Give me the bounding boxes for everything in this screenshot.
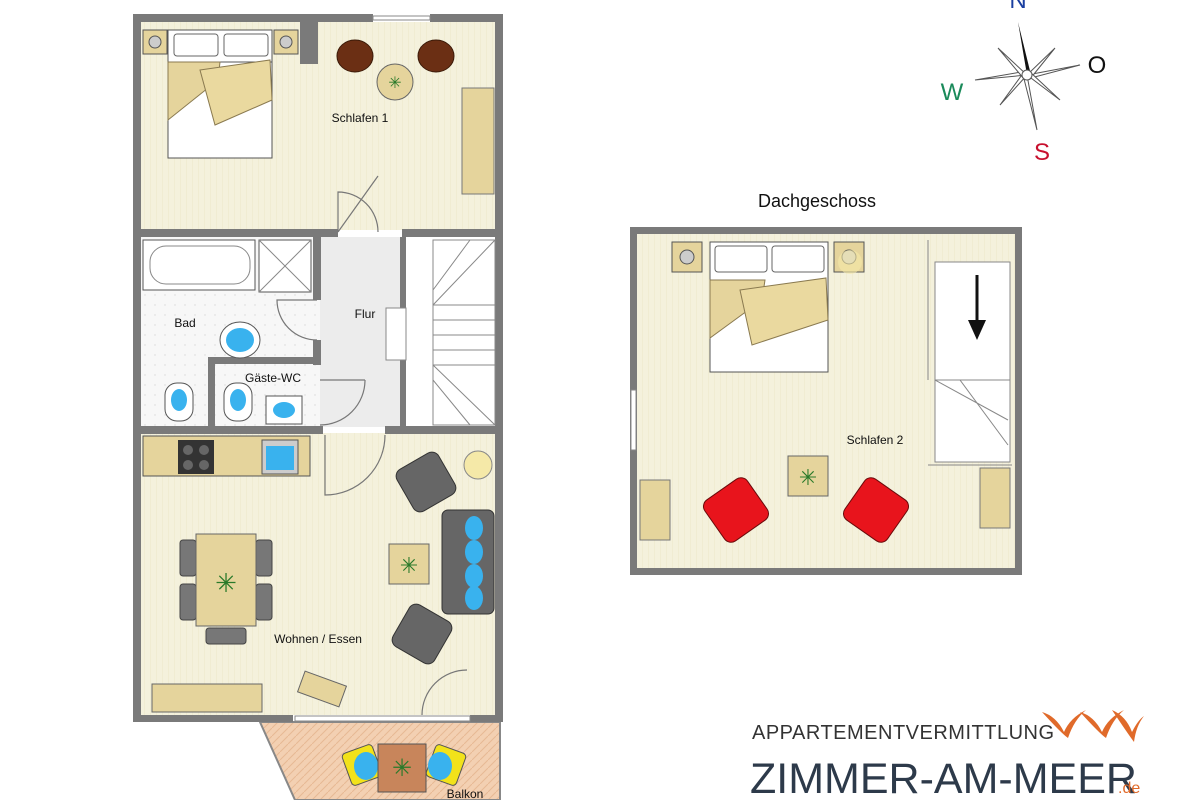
armchair-living-2 (391, 603, 453, 665)
bed-double-1 (167, 29, 273, 159)
sink-bath (219, 321, 261, 359)
kitchen-counter (142, 435, 311, 477)
bed-double-2 (709, 241, 829, 373)
attic-window (630, 389, 637, 451)
room-label-balcony: Balkon (447, 787, 484, 800)
coffee-table-attic: ✳ (787, 455, 829, 497)
toilet-wc (223, 382, 253, 422)
chairs-bedroom1 (336, 39, 455, 73)
shower (258, 239, 312, 293)
floor-lamp (463, 450, 493, 480)
dresser-attic-1 (639, 479, 671, 541)
wardrobe-1 (461, 87, 495, 195)
sink-wc (265, 395, 303, 425)
room-label-guest-wc: Gäste-WC (245, 371, 301, 385)
attic-floor: Dachgeschoss (630, 191, 1022, 575)
armchair-living-1 (395, 451, 457, 513)
dining-table: ✳ (179, 533, 273, 645)
toilet-bath (164, 382, 194, 422)
compass-south: S (1034, 139, 1050, 166)
compass-north: N (1009, 0, 1026, 14)
seagulls-icon (1042, 710, 1144, 742)
compass-west: W (941, 79, 964, 106)
window-top (372, 15, 431, 21)
bathtub (142, 239, 256, 291)
armchair-red-2 (843, 477, 909, 543)
sideboard (151, 683, 263, 713)
compass-rose-icon: N O S W (941, 0, 1107, 166)
room-label-bedroom1: Schlafen 1 (332, 111, 389, 125)
svg-text:✳: ✳ (215, 568, 237, 598)
nightstand-1b (273, 29, 299, 55)
nightstand-2a (671, 241, 703, 273)
stairs (385, 239, 496, 426)
room-label-living: Wohnen / Essen (274, 632, 362, 646)
sofa (441, 509, 495, 615)
balcony-set: ✳ (341, 743, 467, 793)
logo-name: ZIMMER-AM-MEER (750, 755, 1137, 800)
compass-east: O (1088, 52, 1107, 79)
armchair-red-1 (703, 477, 769, 543)
logo: APPARTEMENTVERMITTLUNG ZIMMER-AM-MEER .d… (750, 710, 1144, 800)
balcony-window (294, 715, 471, 722)
svg-text:✳: ✳ (392, 755, 412, 782)
svg-text:✳: ✳ (388, 75, 401, 92)
attic-stairs (927, 240, 1012, 466)
lamp-glow (838, 250, 862, 274)
svg-text:✳: ✳ (799, 465, 817, 490)
ground-floor: ✳ (133, 14, 503, 800)
plant-table-1: ✳ (376, 63, 414, 101)
nightstand-1a (142, 29, 168, 55)
room-label-hall: Flur (355, 307, 376, 321)
floor-title-attic: Dachgeschoss (758, 191, 876, 211)
svg-text:✳: ✳ (400, 553, 418, 578)
coffee-table: ✳ (388, 543, 430, 585)
room-label-bedroom2: Schlafen 2 (847, 433, 904, 447)
stair-down-arrow-icon (968, 275, 986, 340)
tv-table (296, 670, 348, 708)
dresser-attic-2 (979, 467, 1011, 529)
logo-tagline: APPARTEMENTVERMITTLUNG (752, 722, 1055, 744)
room-label-bath: Bad (174, 316, 195, 330)
door-swings (276, 175, 468, 716)
logo-suffix: .de (1118, 780, 1140, 797)
